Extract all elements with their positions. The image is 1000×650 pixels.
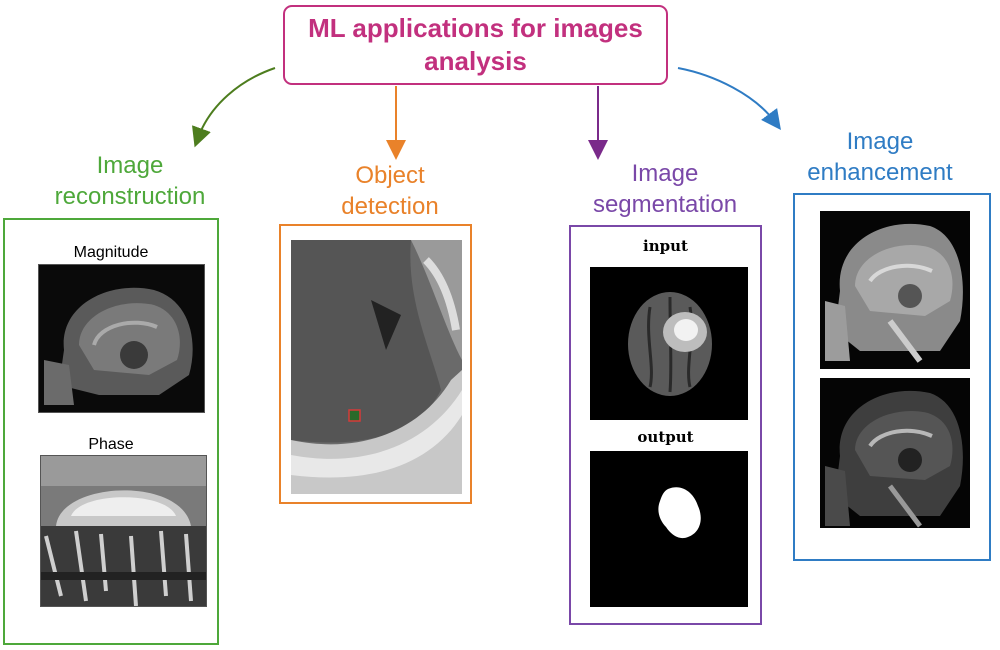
- magnitude-caption: Magnitude: [73, 244, 149, 261]
- detection-image: [291, 240, 462, 494]
- segmentation-input-image: [590, 267, 748, 420]
- magnitude-image: [38, 264, 205, 413]
- enhanced-image-bottom: [820, 378, 970, 528]
- enhancement-label: Image enhancement: [807, 128, 953, 186]
- title-box: ML applications for images analysis: [283, 5, 668, 85]
- arrow-to-enhancement: [677, 67, 781, 131]
- reconstruction-panel: Magnitude Phase: [3, 218, 219, 645]
- arrow-to-reconstruction: [192, 67, 276, 148]
- detection-label: Object detection: [341, 162, 439, 220]
- reconstruction-label: Image reconstruction: [54, 152, 206, 210]
- output-caption: output: [637, 428, 694, 446]
- input-caption: input: [643, 237, 688, 255]
- segmentation-label: Image segmentation: [592, 160, 738, 218]
- enhanced-image-top: [820, 211, 970, 369]
- enhancement-panel: [793, 193, 991, 561]
- phase-caption: Phase: [88, 436, 134, 453]
- detection-panel: [279, 224, 472, 504]
- segmentation-output-image: [590, 451, 748, 607]
- phase-image: [40, 455, 207, 607]
- segmentation-panel: input output: [569, 225, 762, 625]
- title-text: ML applications for images analysis: [308, 13, 643, 76]
